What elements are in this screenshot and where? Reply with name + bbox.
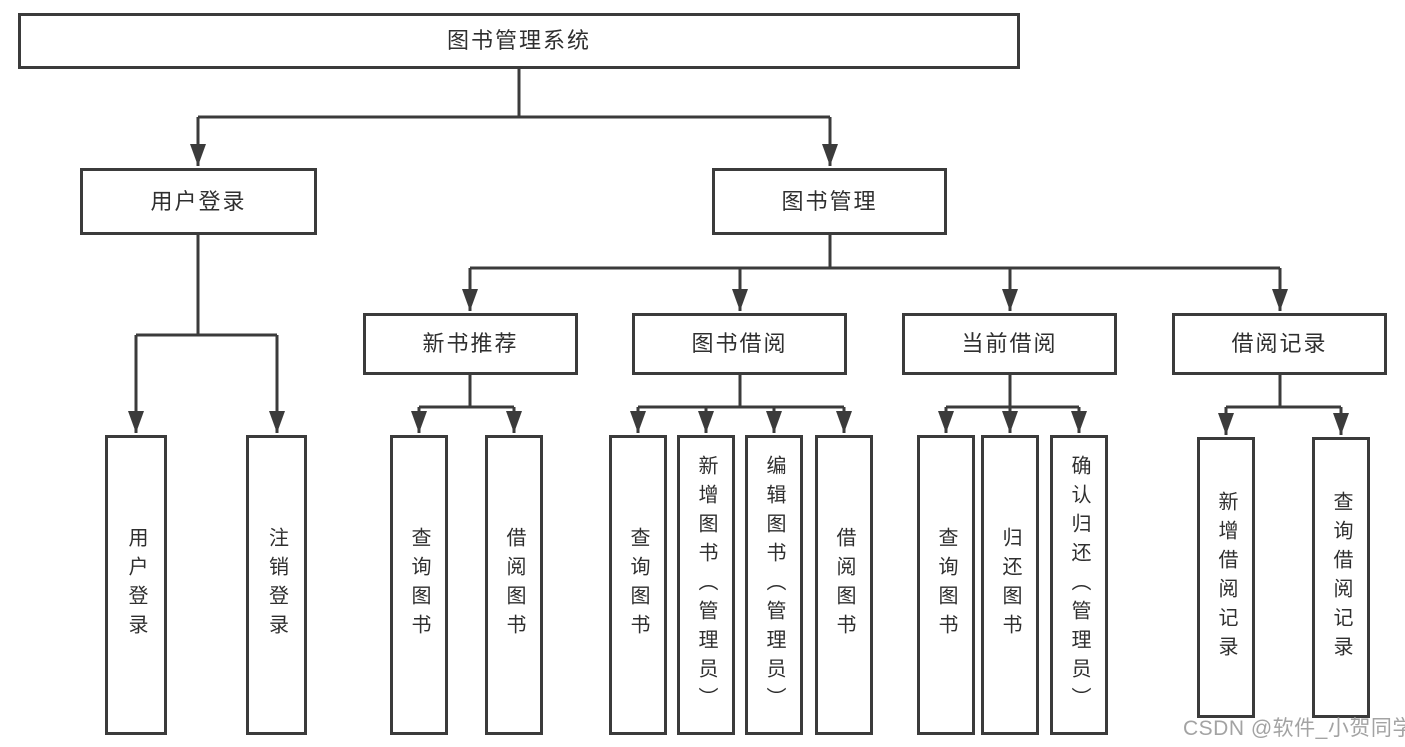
node-borrow-records: 借阅记录 [1172,313,1387,375]
leaf-borrowing-edit-books-admin: 编辑图书（管理员） [745,435,803,735]
connector-user-login-branch [128,235,285,433]
connector-root-branch [190,69,838,166]
connector-new-books-branch [411,375,522,433]
leaf-new-books-borrow-books: 借阅图书 [485,435,543,735]
leaf-new-books-query-books: 查询图书 [390,435,448,735]
connector-book-borrowing-branch [630,375,852,433]
node-current-borrowing: 当前借阅 [902,313,1117,375]
leaf-user-login: 用户登录 [105,435,167,735]
node-book-management: 图书管理 [712,168,947,235]
leaf-records-query-borrow-record: 查询借阅记录 [1312,437,1370,718]
connector-book-management-branch [462,235,1288,311]
node-library-management-system: 图书管理系统 [18,13,1020,69]
csdn-watermark: CSDN @软件_小贺同学 [1183,717,1405,740]
leaf-current-query-books: 查询图书 [917,435,975,735]
node-book-borrowing: 图书借阅 [632,313,847,375]
connector-borrow-records-branch [1218,375,1349,435]
node-user-login: 用户登录 [80,168,317,235]
leaf-borrowing-query-books: 查询图书 [609,435,667,735]
leaf-records-add-borrow-record: 新增借阅记录 [1197,437,1255,718]
node-new-book-recommend: 新书推荐 [363,313,578,375]
leaf-current-return-books: 归还图书 [981,435,1039,735]
leaf-borrowing-borrow-books: 借阅图书 [815,435,873,735]
leaf-current-confirm-return-admin: 确认归还（管理员） [1050,435,1108,735]
leaf-borrowing-add-books-admin: 新增图书（管理员） [677,435,735,735]
connector-current-borrowing-branch [938,375,1087,433]
leaf-logout: 注销登录 [246,435,307,735]
